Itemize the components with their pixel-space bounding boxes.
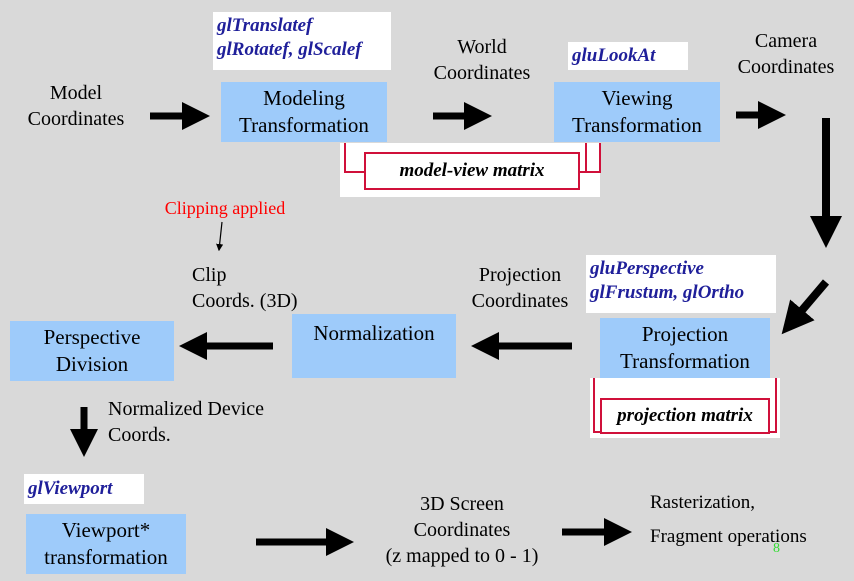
arrow-clipping (216, 221, 224, 252)
page-number: 8 (773, 541, 780, 556)
viewport-function: glViewport (24, 474, 144, 504)
screen-coordinates-label: 3D Screen Coordinates (z mapped to 0 - 1… (385, 493, 539, 567)
normalization-box: Normalization (292, 314, 456, 378)
projection-matrix-label: projection matrix (600, 398, 770, 434)
viewing-function: gluLookAt (568, 42, 688, 70)
modelview-matrix-label: model-view matrix (364, 152, 580, 190)
viewport-transformation-box: Viewport*transformation (26, 514, 186, 574)
clipping-applied-label: Clipping applied (164, 198, 286, 218)
rasterization-label: Rasterization,Fragment operations (650, 492, 807, 547)
arrow-to-projection (781, 279, 830, 335)
